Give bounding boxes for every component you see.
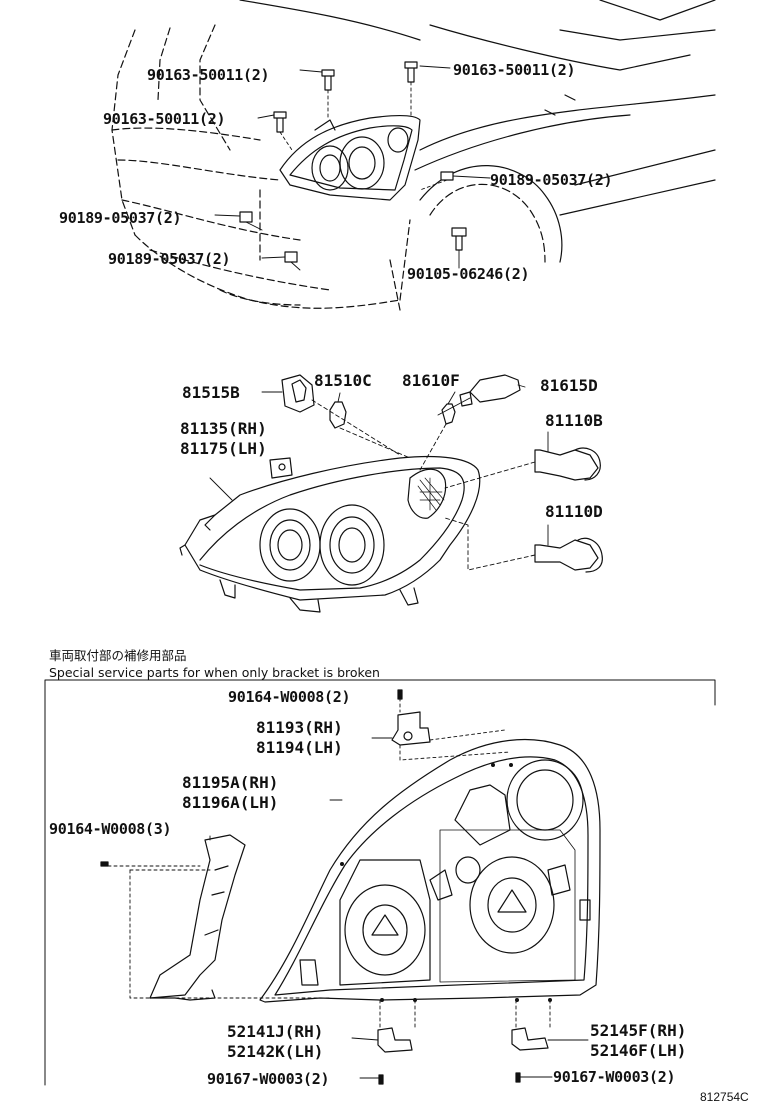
section-bracket-frame [44, 679, 716, 1086]
note-japanese: 車両取付部の補修用部品 [49, 648, 187, 663]
part-label-52145f-rh: 52145F(RH) [590, 1021, 687, 1040]
part-label-81195a-rh: 81195A(RH) [182, 773, 279, 792]
part-label-81194-lh: 81194(LH) [256, 738, 343, 757]
part-label-52142k-lh: 52142K(LH) [227, 1042, 324, 1061]
clip-52141j [377, 1027, 413, 1053]
part-label-90167-w0003-a: 90167-W0003(2) [207, 1070, 330, 1088]
part-label-81510c: 81510C [314, 371, 372, 390]
part-label-81615d: 81615D [540, 376, 598, 395]
part-label-81610f: 81610F [402, 371, 460, 390]
part-label-81193-rh: 81193(RH) [256, 718, 343, 737]
part-label-90163-50011-b: 90163-50011(2) [453, 61, 576, 79]
leader-lines-section-3 [107, 697, 589, 1079]
diagram-code: 812754C [700, 1090, 749, 1104]
part-label-90105-06246: 90105-06246(2) [407, 265, 530, 283]
part-label-90189-05037-c: 90189-05037(2) [108, 250, 231, 268]
part-label-52146f-lh: 52146F(LH) [590, 1041, 687, 1060]
part-label-81196a-lh: 81196A(LH) [182, 793, 279, 812]
part-label-81110d: 81110D [545, 502, 603, 521]
bracket-81193 [391, 711, 431, 746]
part-label-90164-w0008-a: 90164-W0008(2) [228, 688, 351, 706]
part-label-90163-50011-c: 90163-50011(2) [103, 110, 226, 128]
note-english: Special service parts for when only brac… [49, 665, 380, 680]
clip-52145f [511, 1027, 549, 1051]
leader-lines-section-2 [209, 384, 549, 571]
headlamp-assembly [179, 455, 481, 613]
bracket-81195a [149, 834, 246, 1001]
headlamp-installed [279, 114, 421, 201]
part-label-90163-50011-a: 90163-50011(2) [147, 66, 270, 84]
part-label-90164-w0008-b: 90164-W0008(3) [49, 820, 172, 838]
part-label-81515b: 81515B [182, 383, 240, 402]
part-label-81135-rh: 81135(RH) [180, 419, 267, 438]
part-label-90167-w0003-b: 90167-W0003(2) [553, 1068, 676, 1086]
part-label-81175-lh: 81175(LH) [180, 439, 267, 458]
headlamp-rear-view [259, 738, 601, 1003]
part-label-81110b: 81110B [545, 411, 603, 430]
part-label-90189-05037-a: 90189-05037(2) [490, 171, 613, 189]
fastener-dots [340, 763, 552, 1002]
leader-lines-section-1 [214, 65, 491, 271]
part-label-52141j-rh: 52141J(RH) [227, 1022, 324, 1041]
part-label-90189-05037-b: 90189-05037(2) [59, 209, 182, 227]
bolt-icon-group-1 [239, 61, 467, 263]
vehicle-front-outline [111, 0, 716, 311]
